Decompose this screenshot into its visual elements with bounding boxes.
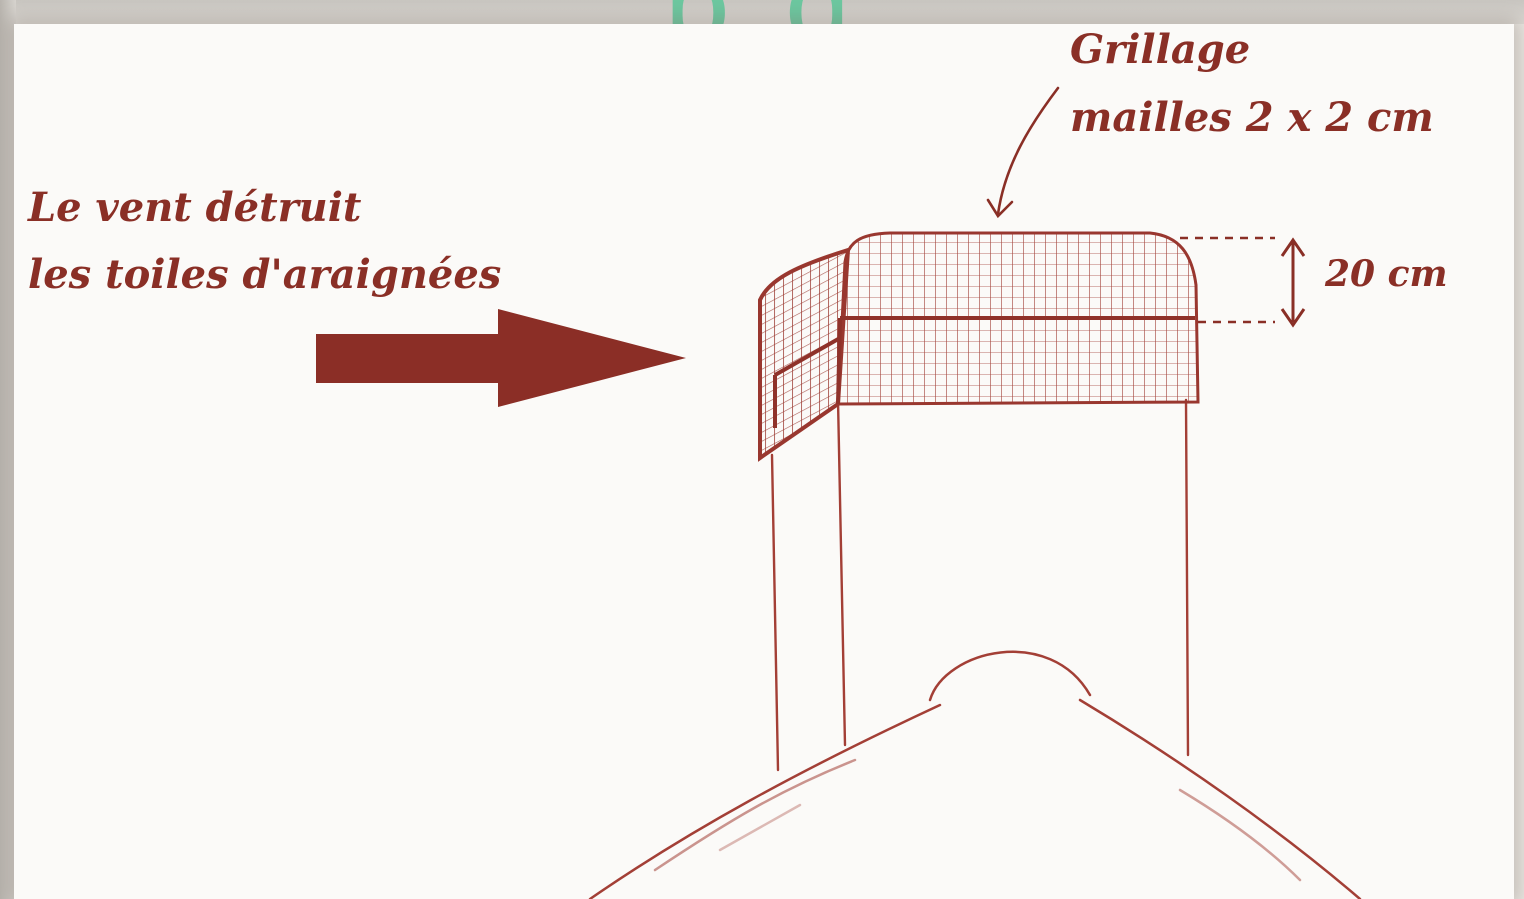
wind-caption-line-2: les toiles d'araignées [28, 255, 501, 295]
mesh-pointer-arrow [988, 88, 1058, 216]
wind-arrow [316, 309, 686, 407]
roof-ridge-dome [930, 652, 1090, 700]
height-dimension-label: 20 cm [1325, 256, 1448, 292]
mesh-size-label: mailles 2 x 2 cm [1070, 98, 1434, 138]
wind-caption-line-1: Le vent détruit [28, 188, 361, 228]
height-dimension [1180, 238, 1304, 325]
chimney-stack [772, 400, 1188, 770]
mesh-title-label: Grillage [1070, 30, 1250, 70]
roof [590, 700, 1360, 899]
